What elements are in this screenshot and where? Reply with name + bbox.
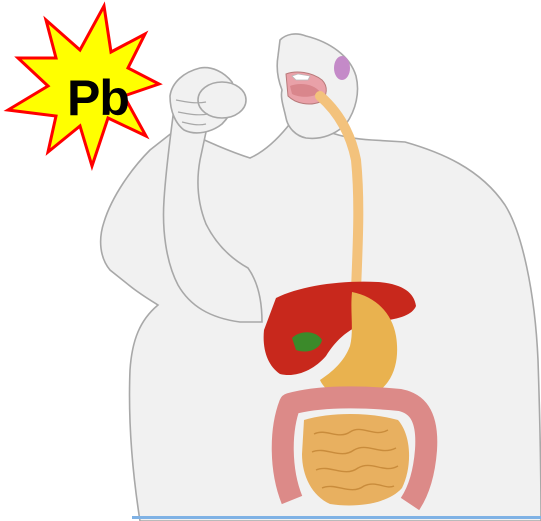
lead-symbol-label: Pb — [38, 68, 158, 128]
held-object — [198, 82, 246, 118]
salivary-gland — [334, 56, 350, 80]
small-intestine — [302, 414, 409, 505]
bottom-divider-line — [132, 516, 541, 519]
